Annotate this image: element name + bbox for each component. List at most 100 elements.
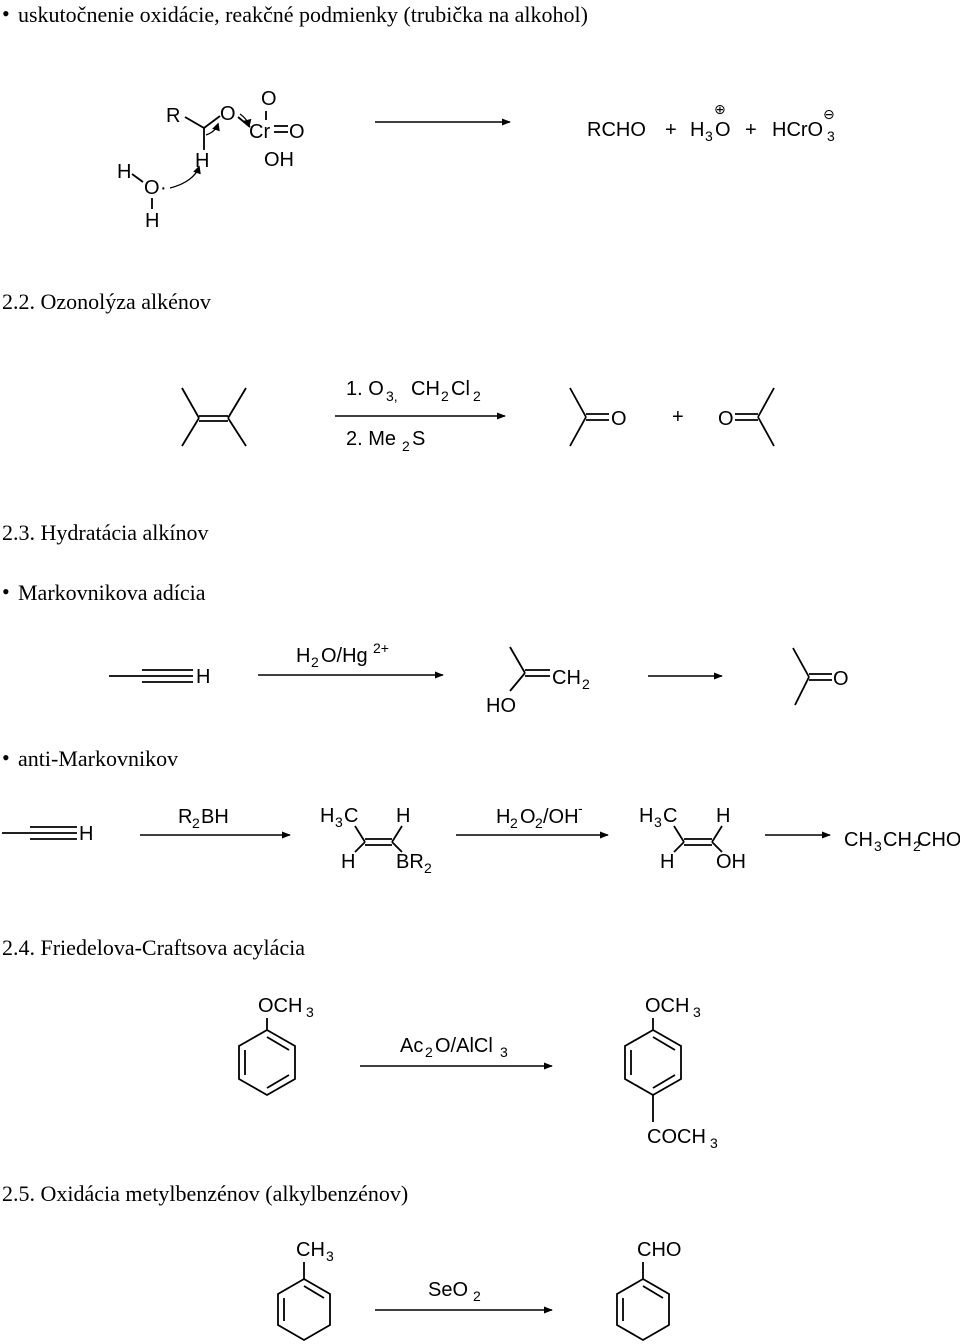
product-h3o-sub: 3	[705, 128, 713, 144]
ketone-bond-u	[792, 647, 810, 678]
atom-o-ester: O	[220, 103, 236, 125]
enol-ho: HO	[486, 695, 516, 717]
vinylborane-bond-lr	[391, 841, 403, 853]
benzaldehyde-benzene-ring	[616, 1277, 670, 1342]
curly-arrow-ch-bond	[205, 122, 220, 136]
heading-ozonolysis: 2.2. Ozonolýza alkénov	[2, 289, 211, 314]
enol-h3c-c: C	[663, 805, 677, 827]
carbonyl1-bond-l	[569, 416, 587, 447]
atom-r: R	[166, 105, 180, 127]
toluene-ch-sub: 3	[326, 1248, 334, 1264]
reagent-alcl-sub: 3	[500, 1044, 508, 1060]
vinylborane-h-bottom: H	[341, 851, 355, 873]
reagent-r2bh-sub: 2	[192, 815, 200, 831]
aldehyde-ch: CH	[844, 829, 873, 851]
product-hcro-sub: 3	[827, 128, 835, 144]
carbonyl2-oxygen: O	[718, 408, 734, 430]
carbonyl2-bond-u	[757, 387, 775, 418]
product-h3o-h: H	[690, 119, 704, 141]
benzaldehyde-ring-double-1	[642, 1285, 664, 1299]
anisole-och: OCH	[258, 995, 302, 1017]
anti-enol-bond-lr	[711, 841, 723, 853]
reagent-r2bh-bh: BH	[201, 806, 229, 828]
anti-markovnikov-scheme: H R 2 BH H 3 C H H BR 2 H 2 O 2 /OH - H …	[2, 800, 960, 876]
reagent-oh-charge: -	[578, 800, 583, 816]
product-ring-double-1	[652, 1036, 676, 1051]
charge-minus: ⊖	[823, 106, 835, 122]
curly-arrow-water-h	[169, 165, 201, 189]
reagent-alcl: O/AlCl	[435, 1035, 493, 1057]
product-ring-double-3	[652, 1074, 676, 1089]
alkyne-terminal-h: H	[196, 666, 210, 688]
plus-sign-2: +	[745, 119, 757, 141]
heading-hydration: 2.3. Hydratácia alkínov	[2, 520, 209, 545]
enol-ch2-sub: 2	[582, 676, 590, 692]
reagent-r2bh-r: R	[178, 806, 192, 828]
aldehyde-sub1: 3	[874, 838, 882, 854]
ozone-step1-ch-sub: 2	[441, 388, 449, 404]
toluene-ring-double-1	[303, 1285, 325, 1299]
reagent-oh: /OH	[543, 806, 579, 828]
vinylborane-br: BR	[396, 851, 424, 873]
enol-h-bottom: H	[660, 851, 674, 873]
charge-plus: ⊕	[714, 101, 726, 117]
seo2-oxidation-scheme: CH 3 SeO 2 CHO	[277, 1239, 681, 1342]
reagent-o-hg: O/Hg	[321, 645, 368, 667]
bullet-marker-anti: •	[2, 745, 10, 770]
heading-friedel-crafts: 2.4. Friedelova-Craftsova acylácia	[2, 935, 305, 960]
carbonyl2-bond-l	[757, 416, 775, 447]
atom-water-h1: H	[117, 161, 131, 183]
ozone-step2-sub: 2	[402, 438, 410, 454]
reagent-h2o2-o-sub: 2	[535, 815, 543, 831]
vinylborane-h3c-c: C	[344, 805, 358, 827]
vinylborane-br-sub: 2	[424, 860, 432, 876]
product-och: OCH	[645, 995, 689, 1017]
carbonyl1-oxygen: O	[611, 408, 627, 430]
vinylborane-h3c-sub: 3	[335, 814, 343, 830]
enol-h3c-sub: 3	[654, 814, 662, 830]
benzaldehyde-cho: CHO	[637, 1239, 681, 1261]
product-hcro: HCrO	[772, 119, 823, 141]
reagent-h2o-sub: 2	[311, 654, 319, 670]
reagent-h2o-h: H	[296, 645, 310, 667]
alkene-bond-ur	[227, 387, 247, 419]
reagent-seo: SeO	[428, 1279, 468, 1301]
friedel-crafts-scheme: OCH 3 Ac 2 O/AlCl 3 OCH 3 COCH 3	[238, 995, 718, 1151]
vinylborane-h-top: H	[396, 805, 410, 827]
vinylborane-h3c-h: H	[320, 805, 334, 827]
ozone-step1-cl-sub: 2	[473, 388, 481, 404]
atom-h-alpha: H	[195, 150, 209, 172]
vinylborane-bond-ur	[391, 825, 403, 843]
bullet-text-conditions: uskutočnenie oxidácie, reakčné podmienky…	[18, 2, 588, 27]
vinylborane-bond-ll	[354, 841, 366, 853]
ketone-bond-l	[794, 676, 810, 706]
alkene-bond-ul	[181, 387, 200, 419]
anti-enol-bond-ll	[673, 841, 685, 853]
enol-h-top: H	[716, 805, 730, 827]
atom-water-o: O	[144, 177, 160, 199]
product-benzene-ring	[624, 1028, 682, 1097]
anisole-och-sub: 3	[306, 1004, 314, 1020]
vinylborane-bond-ul	[354, 825, 366, 843]
product-h3o-o: O	[715, 119, 731, 141]
ozone-step1-sub: 3,	[386, 388, 398, 404]
bond-r-c	[184, 116, 205, 129]
oxidation-products: RCHO + H 3 O ⊕ + HCrO 3 ⊖	[587, 101, 835, 144]
alkene-bond-lr	[227, 417, 247, 447]
atom-o-right: O	[289, 121, 305, 143]
enol-ch2: CH	[552, 667, 581, 689]
bullet-marker: •	[2, 1, 10, 26]
bond-c-o	[203, 115, 221, 129]
lone-pair-dot: ·	[160, 177, 167, 199]
reagent-h2o2-o: O	[520, 806, 536, 828]
section-oxidation-conditions: • uskutočnenie oxidácie, reakčné podmien…	[2, 1, 588, 27]
product-coch-sub: 3	[710, 1135, 718, 1151]
atom-cr: Cr	[249, 121, 270, 143]
plus-sign-ozonolysis: +	[672, 406, 684, 428]
bullet-text-markovnikov: Markovnikova adícia	[18, 580, 206, 605]
product-coch: COCH	[647, 1126, 706, 1148]
ozone-step2-s: S	[412, 428, 425, 450]
heading-oxidation-methylbenzenes: 2.5. Oxidácia metylbenzénov (alkylbenzén…	[2, 1181, 408, 1206]
aldehyde-ch2: CH	[883, 829, 912, 851]
